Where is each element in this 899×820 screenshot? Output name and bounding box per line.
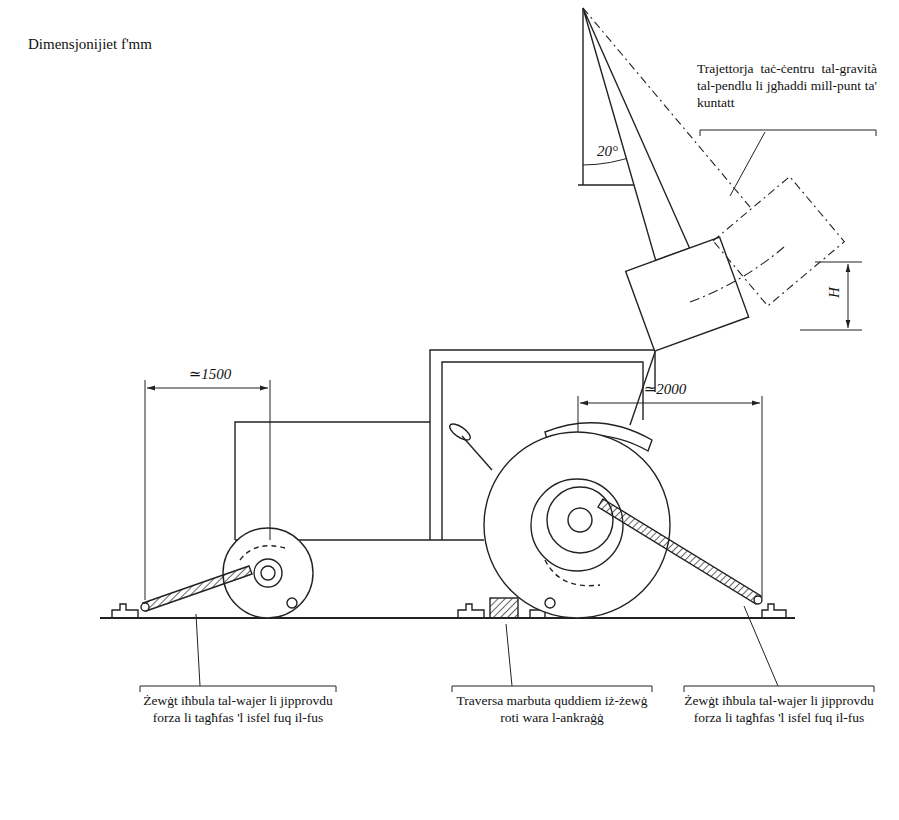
trajectory-note: Trajettorja taċ-ċentru tal-gravità tal-p… xyxy=(697,60,877,111)
angle-label: 20° xyxy=(597,143,637,160)
cable-note: Żewġt iħbula tal-wajer li jipprovdu forz… xyxy=(140,692,336,726)
crossbar-note: Traversa marbuta quddiem iż-żewġ roti wa… xyxy=(452,692,652,726)
dimension-label: ≃1500 xyxy=(170,366,250,383)
dimension-label: ≃2000 xyxy=(620,381,710,398)
cable-note: Żewġt iħbula tal-wajer li jipprovdu forz… xyxy=(684,692,874,726)
height-label: H xyxy=(826,285,843,301)
units-note: Dimensjonijiet f'mm xyxy=(28,36,228,53)
